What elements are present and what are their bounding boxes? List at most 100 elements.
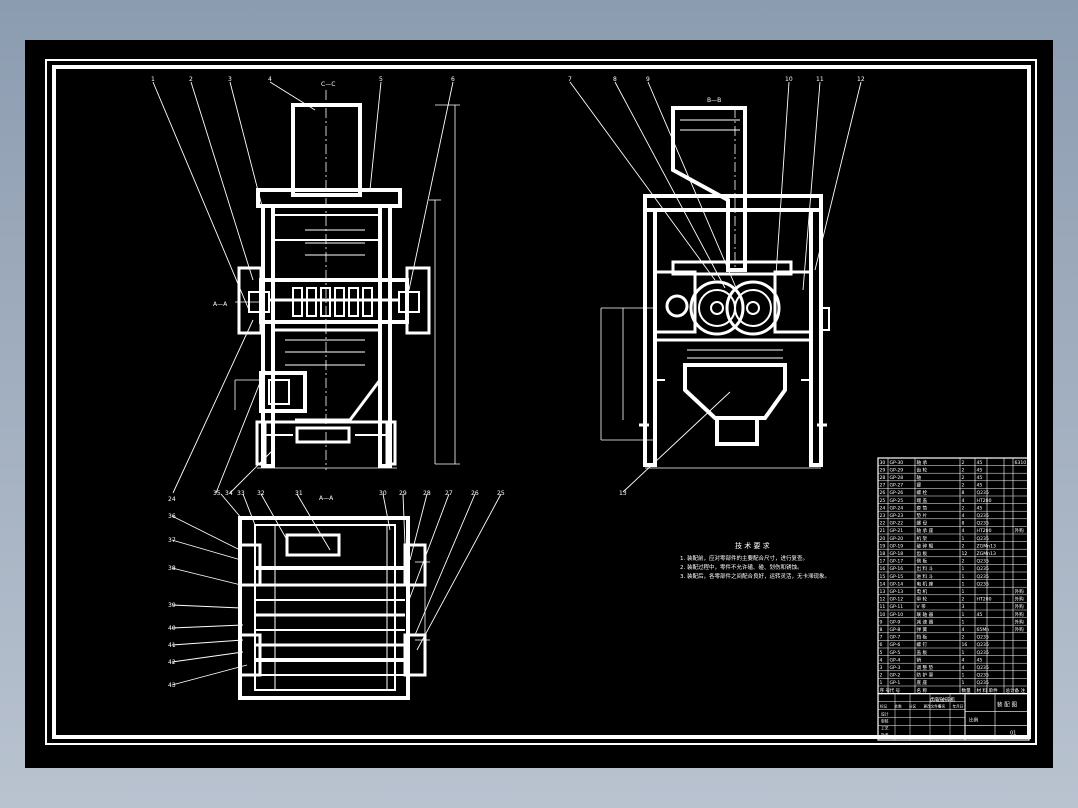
parts-cell-code: GP-10 [890,612,904,618]
parts-cell-no: 5 [880,650,883,656]
parts-header-note: 备 注 [1015,687,1026,694]
front-side-label: A—A [213,301,228,308]
parts-cell-code: GP-18 [890,551,904,557]
parts-cell-name: 出 料 斗 [917,565,934,572]
parts-cell-no: 25 [880,498,886,504]
parts-cell-name: 进 料 斗 [917,573,934,580]
parts-cell-material: Q235 [977,566,989,572]
parts-cell-code: GP-3 [890,665,901,671]
leader-6: 6 [451,76,455,83]
leader-10: 10 [785,76,793,83]
parts-cell-material: HT200 [977,498,992,504]
parts-cell-note: 外购 [1015,611,1025,618]
parts-cell-name: 调 整 垫 [917,664,934,671]
parts-cell-code: GP-25 [890,498,904,504]
leader-12: 12 [857,76,865,83]
leader-30: 30 [379,490,387,497]
parts-cell-name: 垫 片 [917,512,928,519]
parts-cell-code: GP-15 [890,574,904,580]
side-view [600,106,830,469]
parts-cell-code: GP-9 [890,619,901,625]
top-section-label: A—A [319,495,334,502]
parts-cell-no: 7 [880,635,883,641]
parts-cell-code: GP-13 [890,589,904,595]
parts-cell-material: Q235 [977,559,989,565]
parts-cell-code: GP-23 [890,513,904,519]
parts-cell-no: 30 [880,460,886,466]
parts-cell-material: 45 [977,467,983,473]
parts-cell-qty: 1 [962,574,965,580]
parts-cell-no: 11 [880,604,886,610]
parts-cell-material: Q235 [977,665,989,671]
parts-cell-name: 底 座 [917,679,928,686]
parts-cell-material: 45 [977,612,983,618]
parts-cell-material: 45 [977,475,983,481]
leader-13: 13 [619,490,627,497]
parts-cell-name: 电 机 座 [917,580,934,587]
parts-cell-code: GP-29 [890,467,904,473]
leader-41: 41 [168,642,176,649]
parts-cell-no: 28 [880,475,886,481]
leader-26: 26 [471,490,479,497]
sheet-name: 装 配 图 [997,701,1017,709]
leader-40: 40 [168,625,176,632]
parts-cell-no: 6 [880,642,883,648]
parts-cell-material: 65Mn [977,627,990,633]
parts-cell-qty: 2 [962,559,965,565]
front-leaders [152,81,454,494]
parts-cell-qty: 1 [962,566,965,572]
parts-cell-code: GP-4 [890,657,901,663]
parts-cell-qty: 16 [962,642,968,648]
parts-cell-name: 销 [917,656,922,663]
parts-cell-code: GP-22 [890,521,904,527]
parts-cell-note: 外购 [1015,618,1025,625]
leader-27: 27 [445,490,453,497]
parts-cell-qty: 2 [962,475,965,481]
parts-cell-code: GP-30 [890,460,904,466]
revision-label: 标记 [880,704,888,709]
parts-cell-material: ZGMn13 [977,543,997,549]
parts-cell-qty: 2 [962,483,965,489]
parts-cell-name: 轴 [917,474,922,481]
front-section-label: C—C [321,81,335,88]
parts-cell-material: 45 [977,460,983,466]
parts-header-total: 总计 [1006,687,1016,694]
parts-cell-note: 外购 [1015,527,1025,534]
leader-8: 8 [613,76,617,83]
leader-11: 11 [816,76,824,83]
cad-drawing: 1 2 3 4 5 6 C—C A—A [45,59,1037,745]
parts-cell-qty: 2 [962,597,965,603]
leader-2: 2 [189,76,193,83]
scale-label: 比例 [969,717,979,724]
parts-cell-name: 轴 承 [917,459,928,466]
leader-43: 43 [168,682,176,689]
parts-cell-note: 外购 [1015,603,1025,610]
parts-cell-qty: 4 [962,665,965,671]
parts-cell-qty: 1 [962,650,965,656]
revision-label: 更改文件号 [924,704,942,709]
parts-cell-note: 外购 [1015,626,1025,633]
parts-cell-code: GP-21 [890,528,904,534]
parts-header-name: 名 称 [917,687,928,694]
parts-cell-qty: 1 [962,589,965,595]
parts-cell-no: 18 [880,551,886,557]
parts-cell-name: 齿 板 [917,550,928,557]
leader-1: 1 [151,76,155,83]
leader-25: 25 [497,490,505,497]
parts-cell-qty: 4 [962,627,965,633]
parts-cell-qty: 2 [962,505,965,511]
parts-cell-qty: 2 [962,460,965,466]
parts-cell-material: Q235 [977,642,989,648]
leader-7: 7 [568,76,572,83]
parts-cell-note: 外购 [1015,596,1025,603]
parts-cell-name: 挡 板 [917,634,928,641]
parts-cell-no: 14 [880,581,886,587]
revision-label: 处数 [895,704,903,709]
parts-cell-qty: 1 [962,673,965,679]
tech-title: 技 术 要 求 [735,541,770,550]
parts-cell-qty: 2 [962,543,965,549]
parts-cell-qty: 1 [962,680,965,686]
parts-cell-code: GP-12 [890,597,904,603]
parts-cell-no: 2 [880,673,883,679]
parts-cell-no: 24 [880,505,886,511]
